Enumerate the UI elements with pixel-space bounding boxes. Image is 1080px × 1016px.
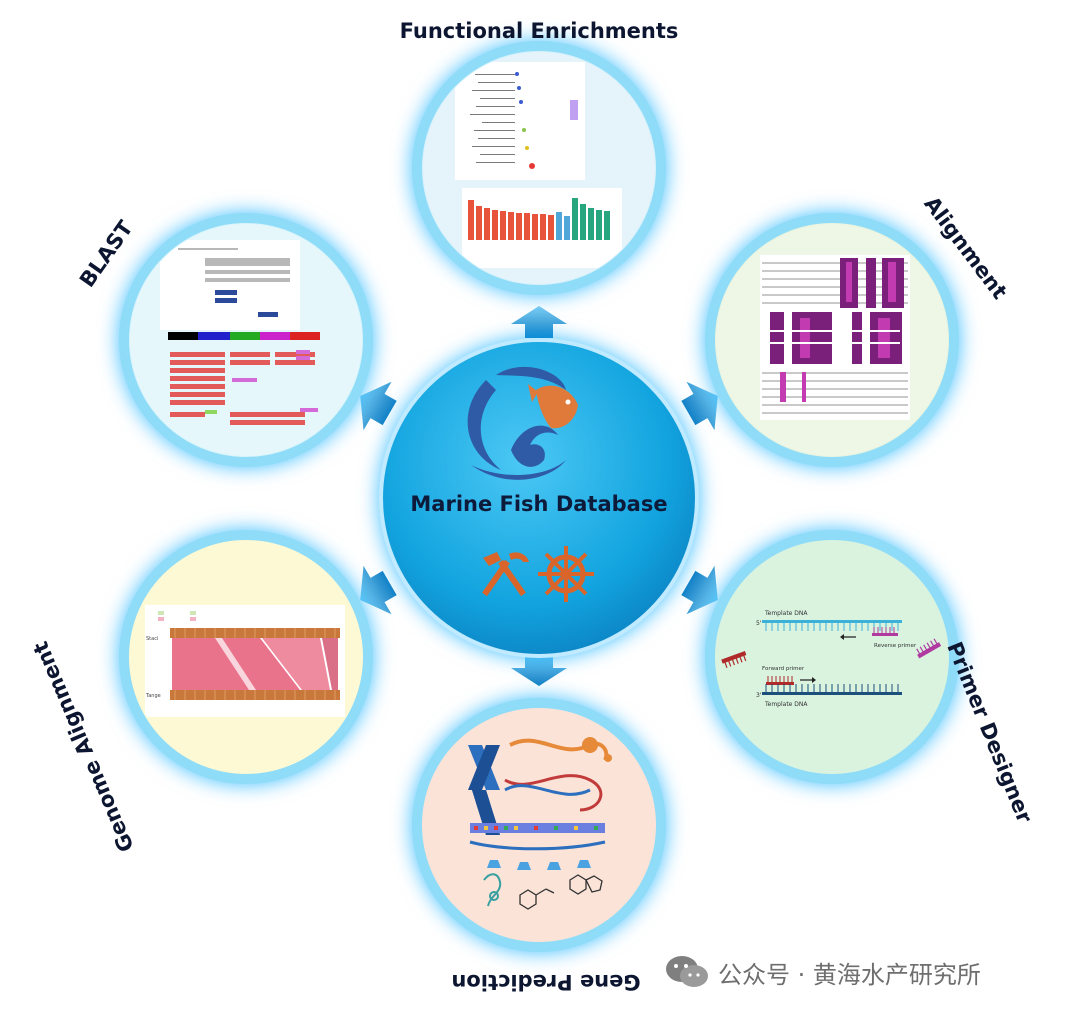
module-genome-alignment: Staci Tange Genome Alignment [28, 530, 373, 855]
fish-wave-logo-icon [467, 366, 578, 480]
hammer-pick-icon [482, 552, 529, 597]
center-hub: Marine Fish Database [379, 338, 699, 658]
watermark: 公众号 · 黄海水产研究所 [664, 950, 981, 994]
genome-thumbnail: Staci Tange [130, 541, 362, 773]
module-functional-enrichments: Functional Enrichments [400, 19, 679, 295]
arrows [360, 306, 718, 686]
module-label-functional: Functional Enrichments [400, 19, 679, 43]
module-label-gene: Gene Prediction [451, 970, 640, 994]
svg-text:Reverse primer: Reverse primer [874, 643, 917, 649]
module-primer-designer: Template DNA 5' Reverse primer Forward p… [705, 530, 1037, 827]
arrow-up [511, 306, 567, 338]
functional-thumbnail [423, 52, 655, 284]
blast-thumbnail [130, 224, 362, 456]
watermark-text: 公众号 · 黄海水产研究所 [718, 960, 981, 989]
arrow-upper-right [681, 381, 718, 431]
wechat-icon [666, 956, 708, 987]
svg-text:3': 3' [756, 692, 762, 699]
arrow-lower-right [681, 565, 718, 615]
module-label-primer: Primer Designer [942, 639, 1037, 827]
center-title: Marine Fish Database [410, 492, 667, 516]
svg-text:5': 5' [756, 620, 762, 627]
module-alignment: Alignment [705, 192, 1012, 467]
svg-text:Template DNA: Template DNA [764, 610, 808, 617]
ship-wheel-icon [538, 546, 594, 602]
arrow-lower-left [360, 565, 397, 615]
arrow-upper-left [360, 381, 397, 431]
module-blast: BLAST [75, 213, 373, 467]
module-gene-prediction: Gene Prediction [412, 698, 666, 994]
svg-text:Tange: Tange [145, 693, 161, 699]
primer-thumbnail: Template DNA 5' Reverse primer Forward p… [716, 541, 948, 773]
arrow-down [511, 654, 567, 686]
gene-thumbnail [423, 709, 655, 941]
alignment-thumbnail [716, 224, 948, 456]
svg-text:Template DNA: Template DNA [764, 701, 808, 708]
module-label-blast: BLAST [75, 216, 138, 292]
svg-text:Staci: Staci [146, 636, 158, 642]
svg-text:Forward primer: Forward primer [762, 666, 805, 672]
